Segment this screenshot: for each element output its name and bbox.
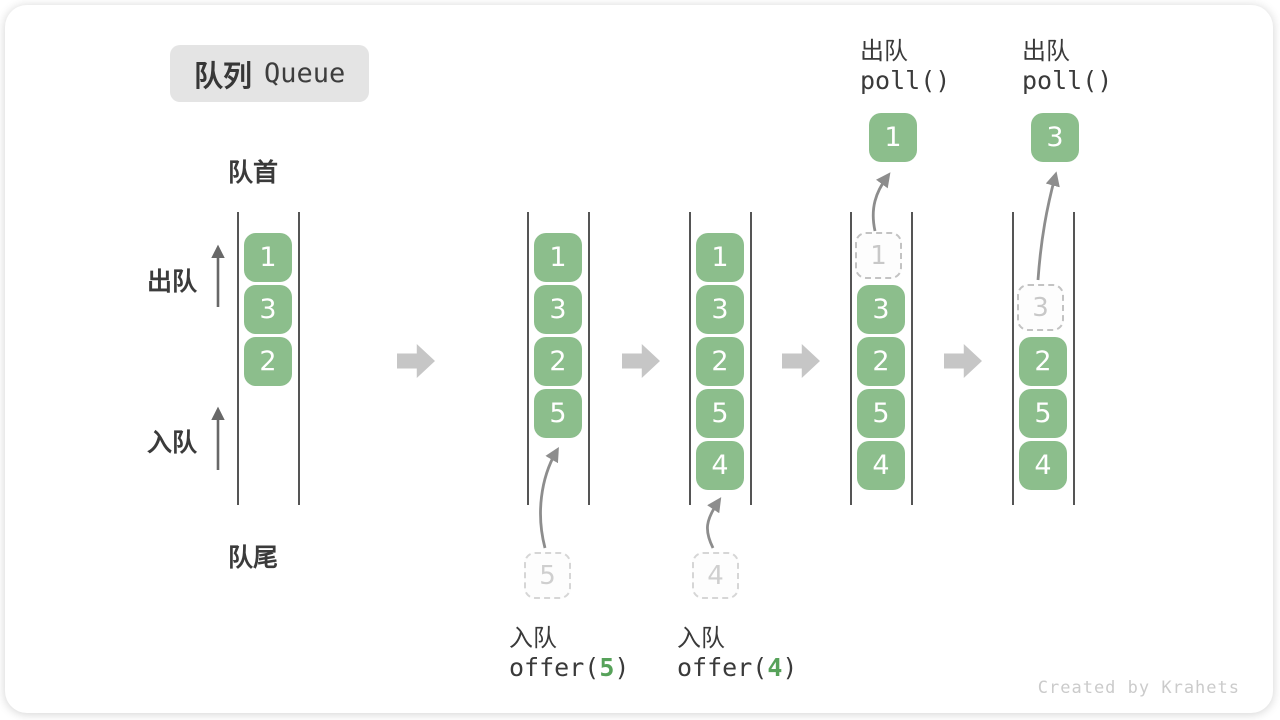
- queue2-cell: 1: [534, 233, 582, 282]
- dequeue-3-code: poll(): [1022, 66, 1113, 95]
- queue1-cell: 1: [244, 233, 292, 282]
- dequeue-1-code: poll(): [860, 66, 951, 95]
- enqueue-side-label: 入队: [147, 429, 198, 457]
- code-arg: 5: [599, 653, 615, 682]
- dequeue-1-result-box: 1: [869, 113, 917, 162]
- enqueue-5-code: offer(5): [509, 653, 629, 682]
- queue2-right-wall: [588, 212, 590, 505]
- queue2-left-wall: [527, 212, 529, 505]
- dequeued-3-ghost-box: 3: [1017, 284, 1064, 331]
- title-en: Queue: [264, 58, 346, 89]
- queue3-right-wall: [750, 212, 752, 505]
- queue4-left-wall: [850, 212, 852, 505]
- queue4-cell: 3: [857, 285, 905, 334]
- code-fn: offer(: [677, 653, 768, 682]
- queue2-cell: 5: [534, 389, 582, 438]
- title-zh: 队列: [194, 60, 253, 93]
- queue5-left-wall: [1012, 212, 1014, 505]
- queue3-cell: 1: [696, 233, 744, 282]
- dequeue-3-result-box: 3: [1031, 113, 1079, 162]
- queue4-cell: 4: [857, 441, 905, 490]
- queue1-right-wall: [298, 212, 300, 505]
- code-close: ): [614, 653, 630, 682]
- code-fn: offer(: [509, 653, 600, 682]
- queue2-cell: 3: [534, 285, 582, 334]
- queue4-cell: 5: [857, 389, 905, 438]
- queue-rear-label: 队尾: [228, 544, 279, 572]
- queue3-cell: 5: [696, 389, 744, 438]
- queue3-left-wall: [689, 212, 691, 505]
- queue5-cell: 2: [1019, 337, 1067, 386]
- queue4-right-wall: [911, 212, 913, 505]
- queue2-cell: 2: [534, 337, 582, 386]
- queue5-right-wall: [1073, 212, 1075, 505]
- queue5-cell: 5: [1019, 389, 1067, 438]
- dequeued-1-ghost-box: 1: [855, 232, 902, 279]
- queue3-cell: 3: [696, 285, 744, 334]
- queue4-cell: 2: [857, 337, 905, 386]
- code-arg: 4: [767, 653, 783, 682]
- dequeue-3-label: 出队: [1022, 38, 1070, 65]
- enqueue-5-ghost-box: 5: [524, 552, 571, 599]
- enqueue-4-label: 入队: [677, 625, 725, 652]
- queue3-cell: 4: [696, 441, 744, 490]
- enqueue-4-ghost-box: 4: [692, 552, 739, 599]
- watermark: Created by Krahets: [1037, 678, 1240, 698]
- queue1-cell: 2: [244, 337, 292, 386]
- title-badge: 队列 Queue: [170, 45, 370, 102]
- dequeue-1-label: 出队: [860, 38, 908, 65]
- queue1-cell: 3: [244, 285, 292, 334]
- enqueue-5-label: 入队: [509, 625, 557, 652]
- queue-front-label: 队首: [228, 159, 279, 187]
- queue3-cell: 2: [696, 337, 744, 386]
- enqueue-4-code: offer(4): [677, 653, 797, 682]
- dequeue-side-label: 出队: [147, 268, 198, 296]
- queue1-left-wall: [237, 212, 239, 505]
- queue5-cell: 4: [1019, 441, 1067, 490]
- code-close: ): [782, 653, 798, 682]
